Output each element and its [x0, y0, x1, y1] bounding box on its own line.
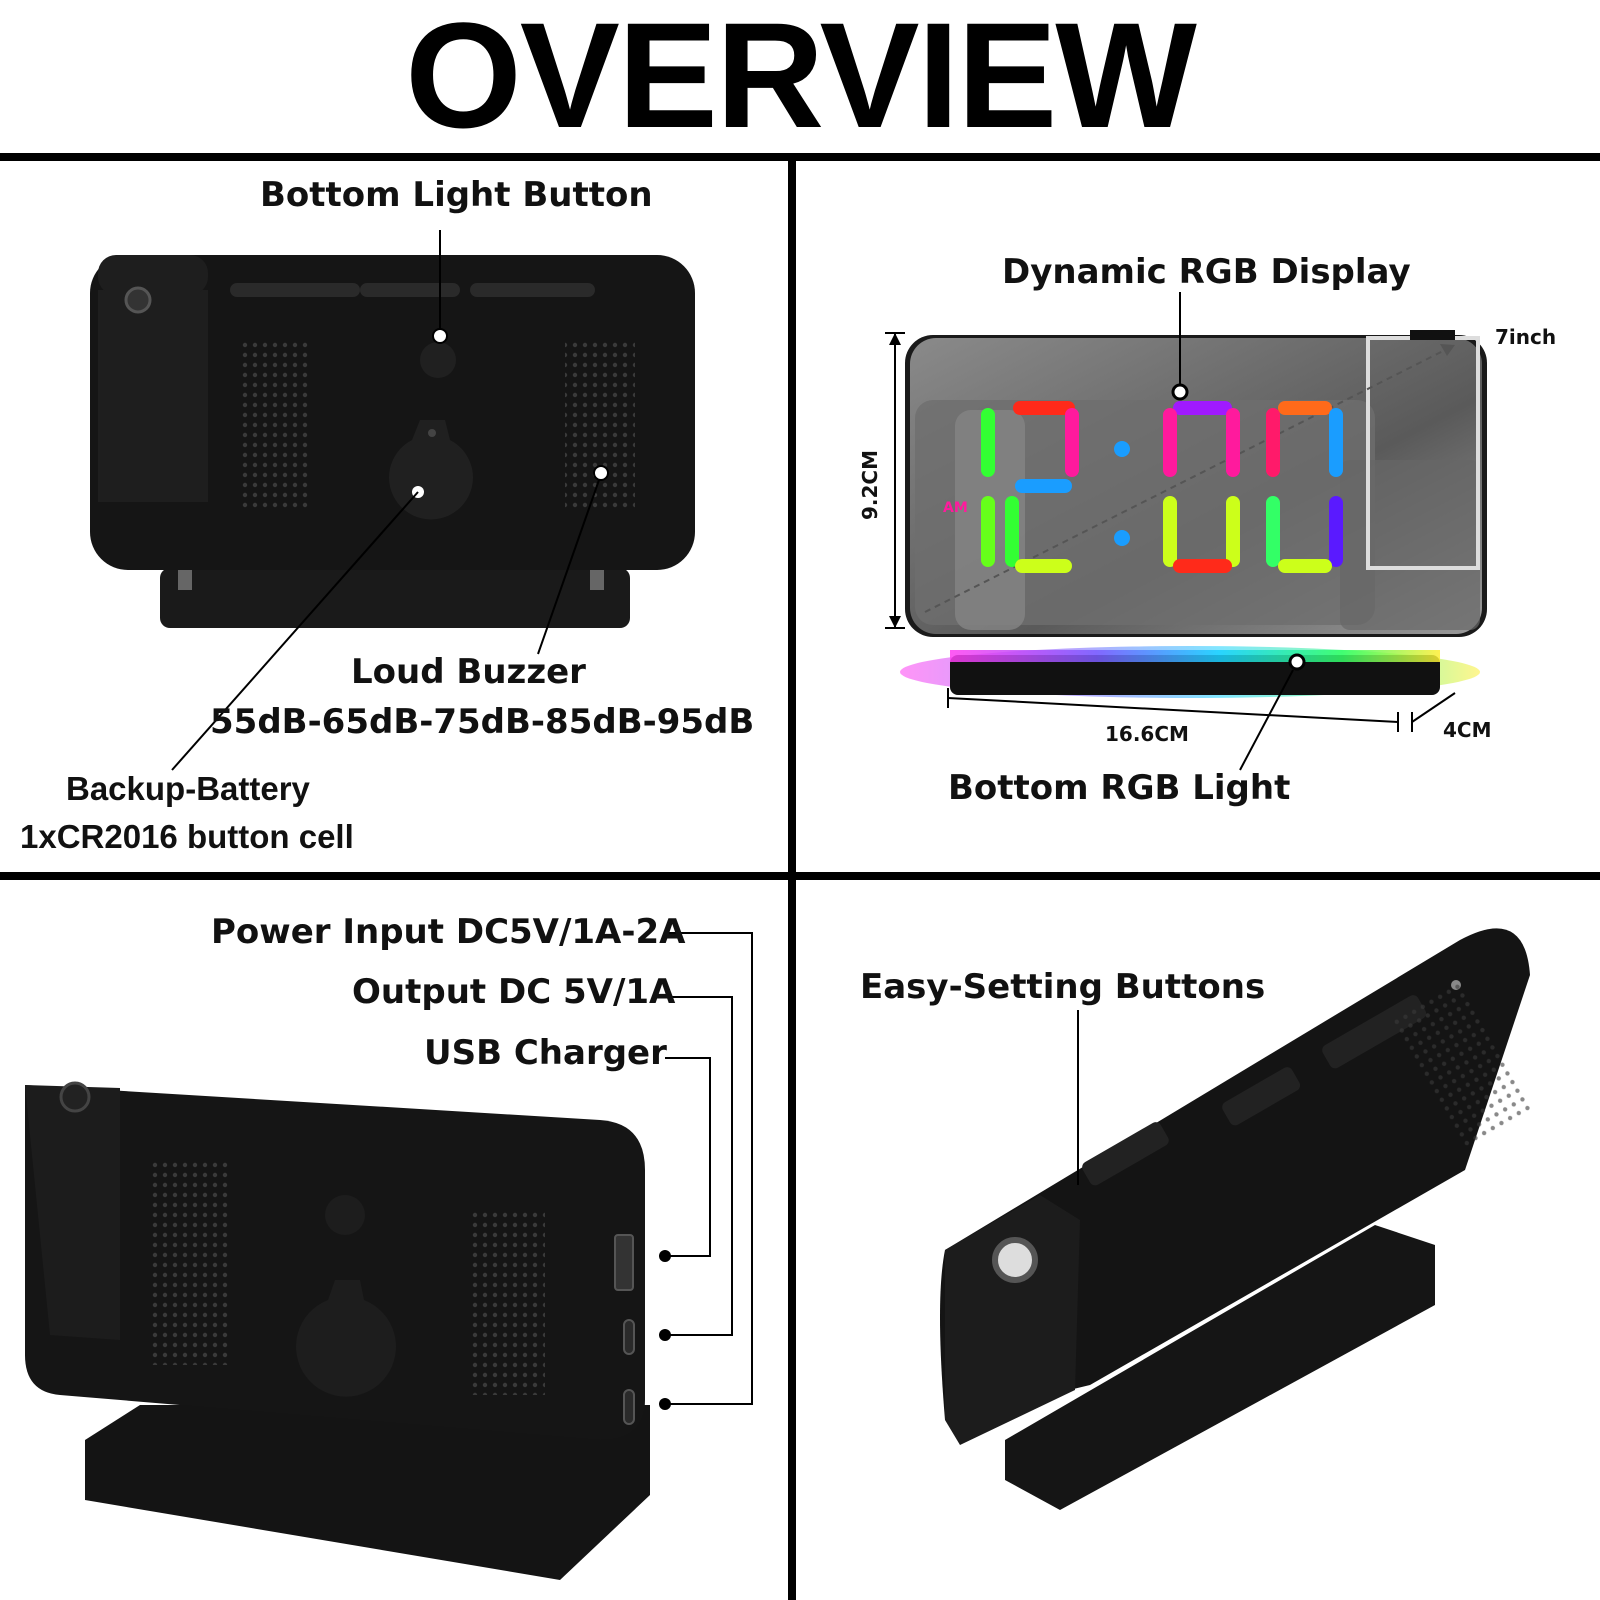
- usb-charger-label: USB Charger: [424, 1033, 667, 1073]
- am-indicator: AM: [943, 500, 968, 516]
- rgb-clock-digits: [981, 401, 1343, 573]
- depth-dimension-label: 4CM: [1443, 718, 1492, 742]
- divider-top: [0, 153, 1600, 161]
- output-label: Output DC 5V/1A: [352, 972, 676, 1012]
- page-title: OVERVIEW: [405, 0, 1197, 159]
- speaker-grille-left: [240, 340, 310, 510]
- backup-battery-label: Backup-Battery: [66, 770, 310, 807]
- easy-setting-buttons-label: Easy-Setting Buttons: [860, 967, 1266, 1007]
- speaker-grille-right: [565, 340, 635, 510]
- diagonal-size-label: 7inch: [1495, 325, 1557, 349]
- bottom-light-button-label: Bottom Light Button: [260, 175, 653, 215]
- divider-middle: [0, 872, 1600, 880]
- width-dimension-label: 16.6CM: [1105, 722, 1189, 746]
- divider-vertical: [788, 153, 796, 1600]
- power-input-label: Power Input DC5V/1A-2A: [211, 912, 686, 952]
- height-dimension-label: 9.2CM: [858, 449, 882, 520]
- loud-buzzer-label: Loud Buzzer: [351, 652, 586, 692]
- battery-type-label: 1xCR2016 button cell: [20, 818, 354, 855]
- bottom-rgb-light-label: Bottom RGB Light: [948, 768, 1291, 808]
- dynamic-rgb-display-label: Dynamic RGB Display: [1002, 252, 1411, 292]
- buzzer-levels-label: 55dB-65dB-75dB-85dB-95dB: [210, 702, 755, 742]
